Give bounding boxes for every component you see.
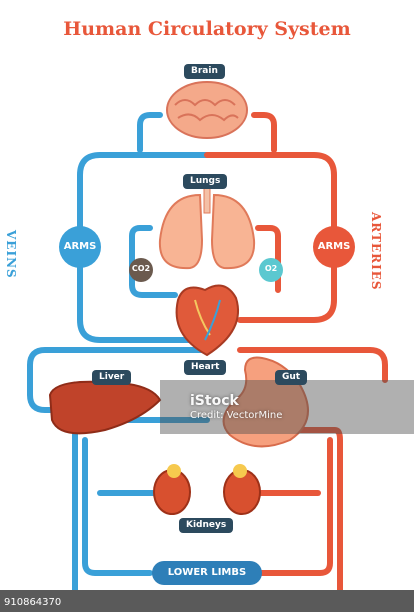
- veins-label: VEINS: [4, 230, 18, 279]
- label-liver: Liver: [92, 370, 132, 385]
- artery-lower-limbs: [259, 437, 333, 576]
- arms-left-circle: [59, 226, 101, 268]
- lower-limbs-label: LOWER LIMBS: [152, 561, 262, 585]
- label-gut: Gut: [275, 370, 308, 385]
- o2-label: O2: [264, 264, 278, 273]
- co2-circle: [129, 258, 153, 282]
- artery-lung-pulmonary: [255, 225, 281, 293]
- watermark-brand: iStock: [190, 393, 239, 409]
- vein-brain-return: [137, 112, 163, 153]
- artery-brain-supply: [251, 112, 277, 153]
- arms-right-label: ARMS: [317, 241, 351, 252]
- co2-label: CO2: [131, 264, 151, 273]
- watermark-band: [160, 380, 414, 434]
- label-brain: Brain: [184, 64, 225, 79]
- arms-right-circle: [313, 226, 355, 268]
- arms-left-label: ARMS: [63, 241, 97, 252]
- lungs-illustration: [158, 187, 256, 270]
- diagram-title: Human Circulatory System: [63, 18, 351, 40]
- image-id: 910864370: [4, 597, 62, 608]
- artery-gut-loop: [237, 347, 388, 383]
- artery-paths: [204, 112, 388, 603]
- kidneys-illustration: [153, 464, 261, 515]
- label-lungs: Lungs: [183, 174, 228, 189]
- label-heart: Heart: [184, 360, 227, 375]
- vein-lower-limbs: [82, 437, 153, 576]
- heart-illustration: [175, 284, 240, 357]
- arteries-label: ARTERIES: [369, 212, 383, 291]
- label-kidneys: Kidneys: [179, 518, 234, 533]
- o2-circle: [259, 258, 283, 282]
- vein-liver-loop: [27, 347, 210, 413]
- footer-strip: [0, 590, 414, 612]
- watermark-credit: Credit: VectorMine: [190, 410, 283, 421]
- liver-illustration: [48, 380, 162, 435]
- vein-lung-pulmonary: [129, 225, 178, 298]
- brain-illustration: [166, 81, 248, 139]
